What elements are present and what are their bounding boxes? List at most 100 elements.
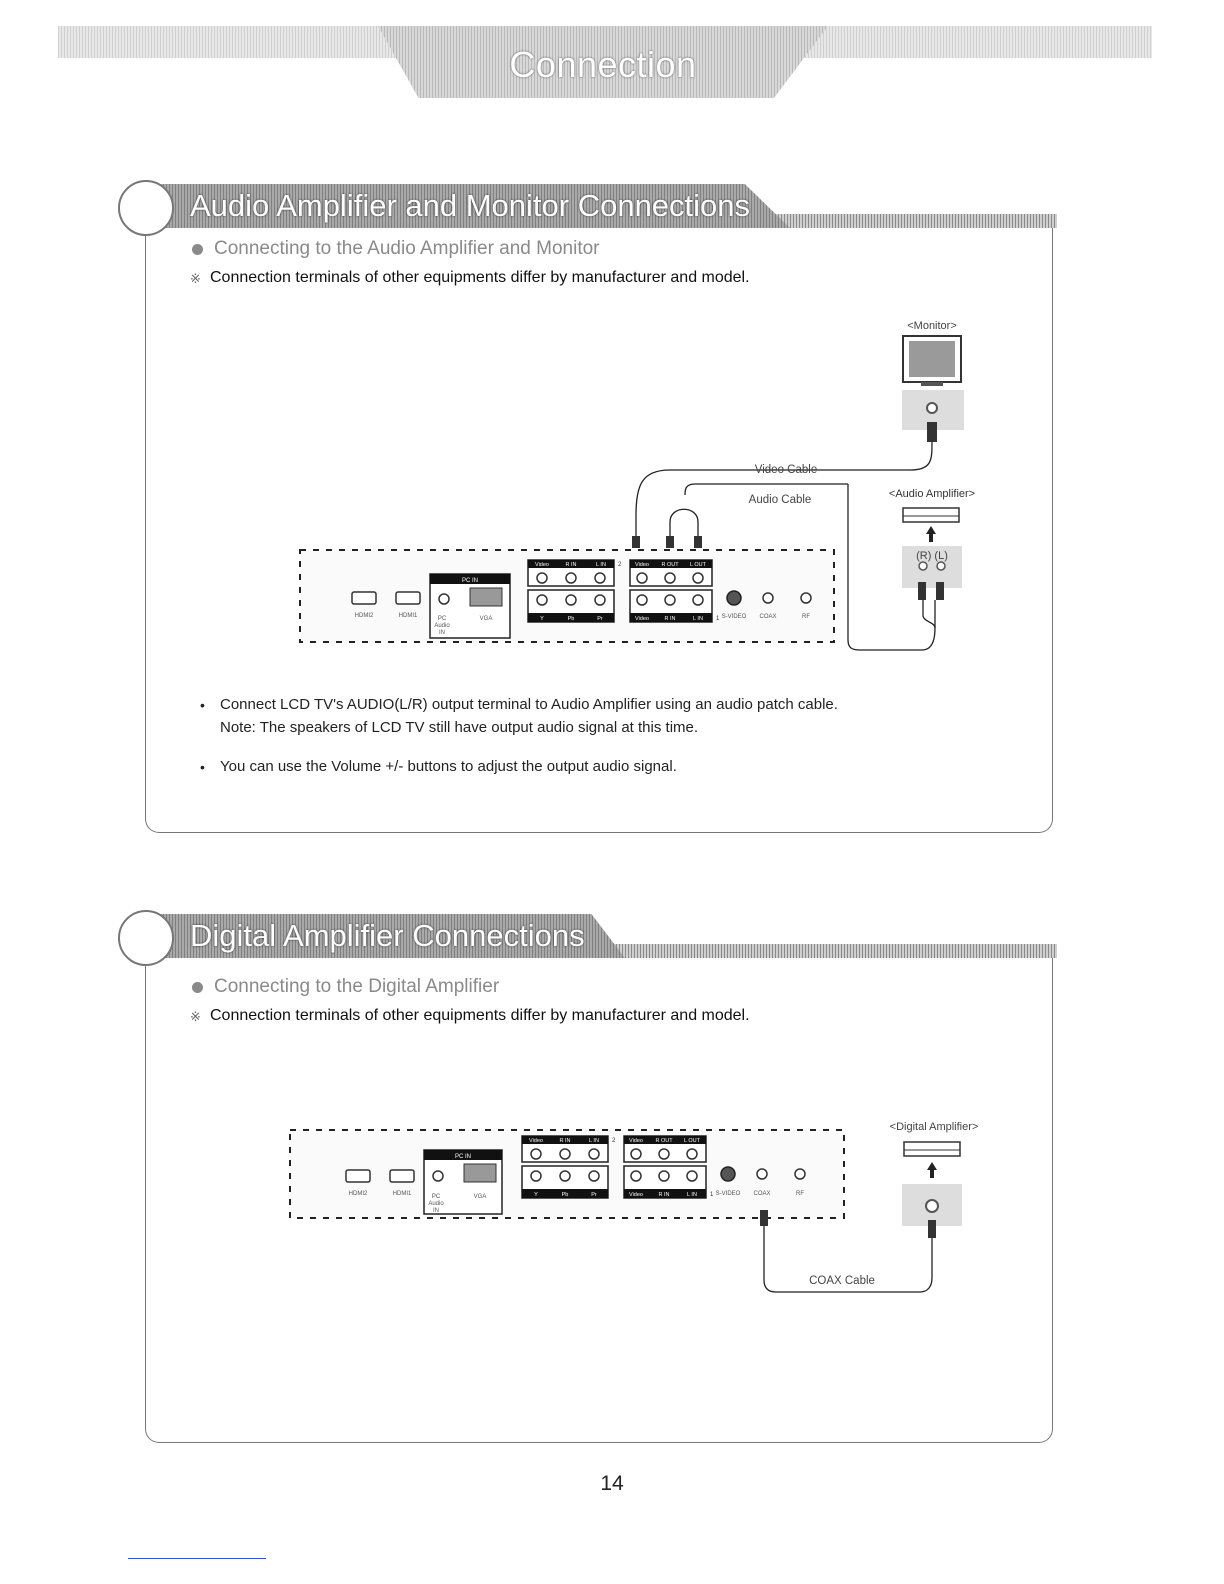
svg-text:HDMI1: HDMI1 [393, 1191, 412, 1197]
svg-text:R IN: R IN [560, 1138, 571, 1144]
monitor-icon [902, 335, 962, 386]
section1-note-mark: ※ [190, 271, 201, 286]
svg-text:Pr: Pr [597, 616, 603, 622]
coax-cable-label: COAX Cable [809, 1275, 875, 1287]
svg-text:S-VIDEO: S-VIDEO [722, 614, 747, 620]
digital-amplifier-label: <Digital Amplifier> [890, 1121, 979, 1133]
monitor-label: <Monitor> [907, 320, 957, 332]
vga-port [469, 587, 503, 607]
section1-bullet-2-dot: • [200, 759, 205, 775]
audio-cable [669, 508, 699, 542]
rf-port [800, 592, 812, 604]
section2-note-mark: ※ [190, 1009, 201, 1024]
svg-text:HDMI1: HDMI1 [399, 613, 418, 619]
section2-header-circle [118, 910, 174, 966]
svg-text:Video: Video [629, 1192, 643, 1198]
hdmi1-port [395, 591, 421, 605]
svg-text:L IN: L IN [687, 1192, 697, 1198]
coax-cable [763, 1226, 933, 1293]
svg-text:RF: RF [802, 614, 810, 620]
svg-text:Pb: Pb [562, 1192, 569, 1198]
svg-text:Audio: Audio [428, 1201, 444, 1207]
section1-header-tab [145, 184, 790, 228]
svg-text:1: 1 [716, 616, 720, 622]
svg-text:Video: Video [535, 562, 549, 568]
svg-text:PC: PC [438, 616, 447, 622]
svg-text:RF: RF [796, 1191, 804, 1197]
section1-panel [145, 228, 1053, 833]
section1-title: Audio Amplifier and Monitor Connections [190, 188, 751, 223]
svg-text:Audio: Audio [434, 623, 450, 629]
section1-connection-diagram: <Monitor> <Audio Amplifier> (R) (L) Vide… [299, 320, 975, 651]
svg-text:L IN: L IN [596, 562, 606, 568]
svg-text:Video: Video [635, 616, 649, 622]
svg-text:VGA: VGA [480, 616, 493, 622]
pc-audio-jack [438, 593, 450, 605]
hdmi2-port [351, 591, 377, 605]
audio-amplifier-label: <Audio Amplifier> [889, 488, 975, 500]
svg-text:COAX: COAX [759, 614, 776, 620]
svg-text:L OUT: L OUT [684, 1138, 701, 1144]
s-video-port [726, 590, 742, 606]
monitor-video-jack [926, 402, 938, 414]
svg-text:R IN: R IN [566, 562, 577, 568]
page-title: Connection [509, 44, 697, 85]
svg-text:Video: Video [629, 1138, 643, 1144]
section2-connection-diagram: <Digital Amplifier> HDMI2 HDMI1 PC IN PC… [289, 1121, 979, 1293]
svg-text:IN: IN [433, 1208, 439, 1214]
audio-cable-label: Audio Cable [749, 494, 812, 506]
section1-bullet-note: Note: The speakers of LCD TV still have … [220, 719, 699, 736]
svg-text:L IN: L IN [693, 616, 703, 622]
section2-title: Digital Amplifier Connections [190, 918, 585, 953]
svg-text:Pb: Pb [568, 616, 575, 622]
section2-subtitle-bullet [192, 982, 203, 993]
coax-port [762, 592, 774, 604]
section2-subtitle: Connecting to the Digital Amplifier [214, 976, 500, 997]
digital-amplifier-icon [903, 1141, 961, 1157]
section1-subtitle: Connecting to the Audio Amplifier and Mo… [214, 238, 600, 259]
section1-subtitle-bullet [192, 244, 203, 255]
svg-text:2: 2 [618, 562, 622, 568]
section2-header-tab [145, 914, 625, 958]
audio-amplifier-arrow-icon [926, 526, 936, 542]
footer-line [128, 1558, 266, 1559]
svg-text:R IN: R IN [665, 616, 676, 622]
svg-text:1: 1 [710, 1192, 714, 1198]
svg-text:PC: PC [432, 1194, 441, 1200]
svg-text:2: 2 [612, 1138, 616, 1144]
svg-text:R OUT: R OUT [655, 1138, 673, 1144]
section1-bullet-1: Connect LCD TV's AUDIO(L/R) output termi… [220, 696, 838, 713]
section2-panel [145, 958, 1053, 1443]
svg-text:HDMI2: HDMI2 [355, 613, 374, 619]
video-cable [635, 441, 933, 542]
svg-text:PC IN: PC IN [455, 1154, 471, 1160]
rl-label: (R) (L) [916, 550, 948, 562]
section2-note: Connection terminals of other equipments… [210, 1007, 750, 1024]
section1-header-circle [118, 180, 174, 236]
svg-text:Y: Y [540, 616, 544, 622]
amplifier-jack-panel [902, 546, 962, 588]
section1-bullet-1-dot: • [200, 697, 205, 713]
svg-text:PC IN: PC IN [462, 578, 478, 584]
coax-port-2 [756, 1168, 768, 1180]
svg-text:L IN: L IN [589, 1138, 599, 1144]
svg-text:S-VIDEO: S-VIDEO [716, 1191, 741, 1197]
svg-text:Pr: Pr [591, 1192, 597, 1198]
svg-text:VGA: VGA [474, 1194, 487, 1200]
page-number: 14 [600, 1472, 624, 1495]
digital-amplifier-arrow-icon [927, 1162, 937, 1178]
svg-text:Video: Video [635, 562, 649, 568]
monitor-plug [927, 422, 937, 442]
svg-text:R OUT: R OUT [661, 562, 679, 568]
svg-text:Y: Y [534, 1192, 538, 1198]
svg-text:HDMI2: HDMI2 [349, 1191, 368, 1197]
audio-amplifier-icon [902, 507, 960, 523]
video-cable-label: Video Cable [755, 464, 817, 476]
section1-note: Connection terminals of other equipments… [210, 269, 750, 286]
svg-text:COAX: COAX [753, 1191, 770, 1197]
svg-text:R IN: R IN [659, 1192, 670, 1198]
svg-text:IN: IN [439, 630, 445, 636]
top-banner-tab [378, 26, 828, 98]
section1-bullet-2: You can use the Volume +/- buttons to ad… [220, 758, 677, 775]
svg-text:L OUT: L OUT [690, 562, 707, 568]
